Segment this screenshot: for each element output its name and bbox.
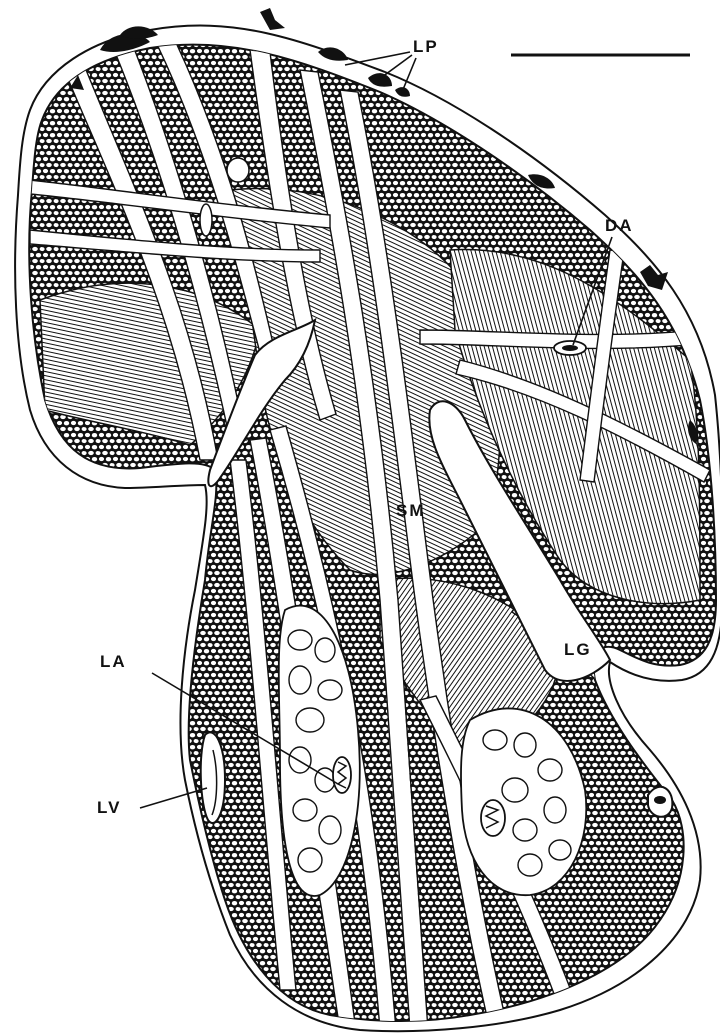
lingual-artery [333,757,351,793]
lingual-vein [201,732,225,823]
vessel-right [648,787,672,817]
label-da: DA [605,217,634,234]
deep-artery [554,341,586,355]
label-la: LA [100,653,127,670]
label-lv: LV [97,799,121,816]
label-lp: LP [413,38,439,55]
artery-right [481,800,505,836]
label-sm: SM [396,502,426,519]
label-lg: LG [564,641,592,658]
